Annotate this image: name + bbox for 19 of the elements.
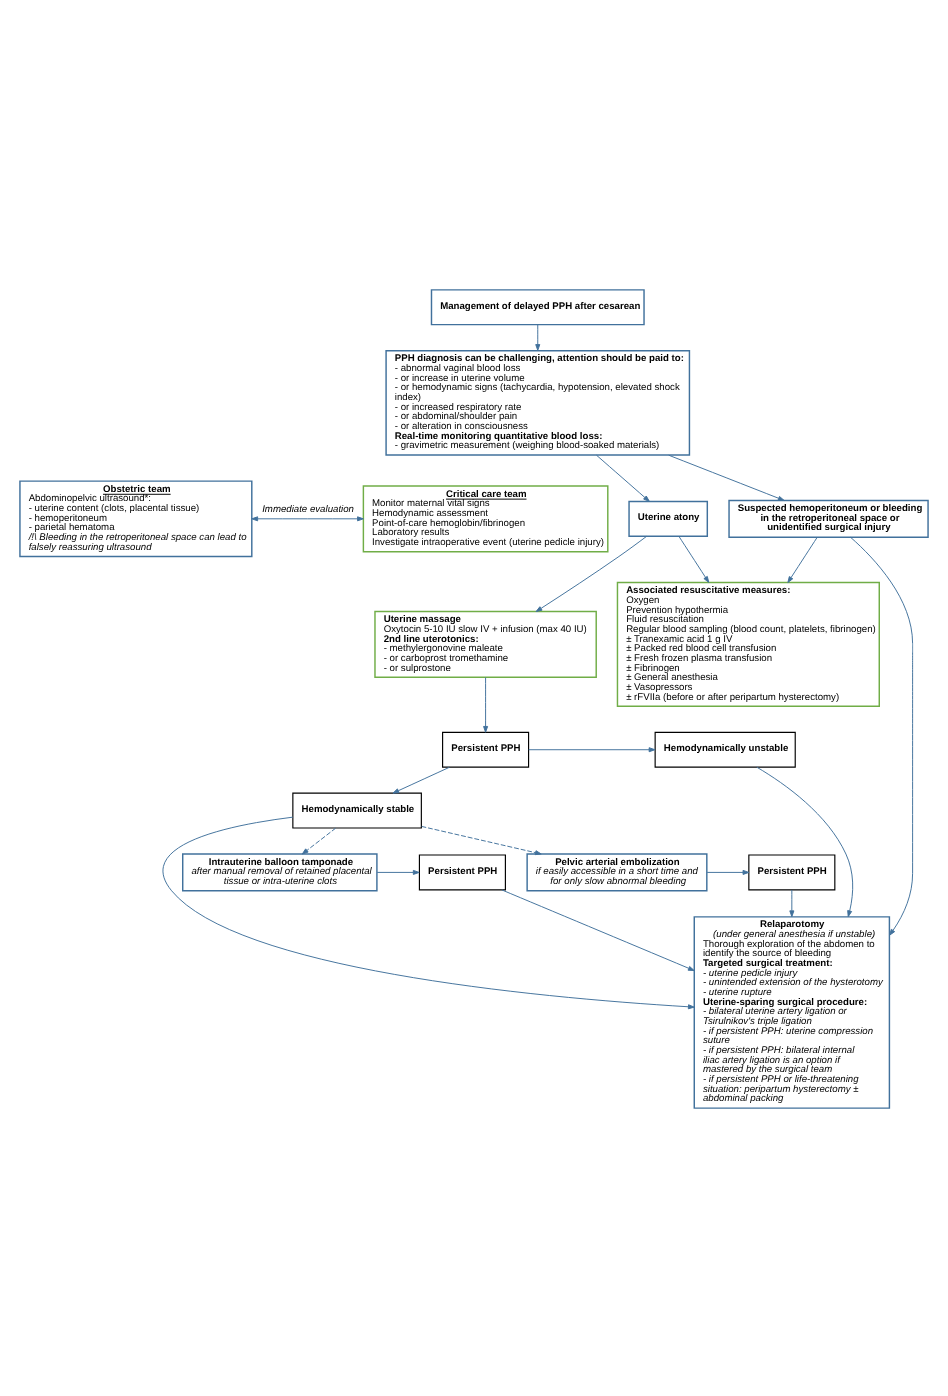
arrow (392, 765, 450, 793)
arrow (850, 535, 914, 935)
arrow (483, 676, 489, 732)
arrow (535, 323, 541, 350)
arrow (787, 535, 818, 582)
arrow (756, 765, 854, 917)
arrow (421, 824, 542, 855)
arrow (535, 534, 648, 612)
arrow (301, 826, 337, 854)
arrow (528, 746, 656, 752)
arrow (668, 453, 785, 500)
arrow (162, 815, 695, 1009)
arrow (251, 515, 364, 521)
arrow (376, 868, 420, 874)
arrow (678, 535, 710, 582)
arrow (501, 888, 695, 971)
arrow (596, 453, 650, 501)
arrow (789, 888, 795, 917)
arrow (706, 868, 750, 874)
